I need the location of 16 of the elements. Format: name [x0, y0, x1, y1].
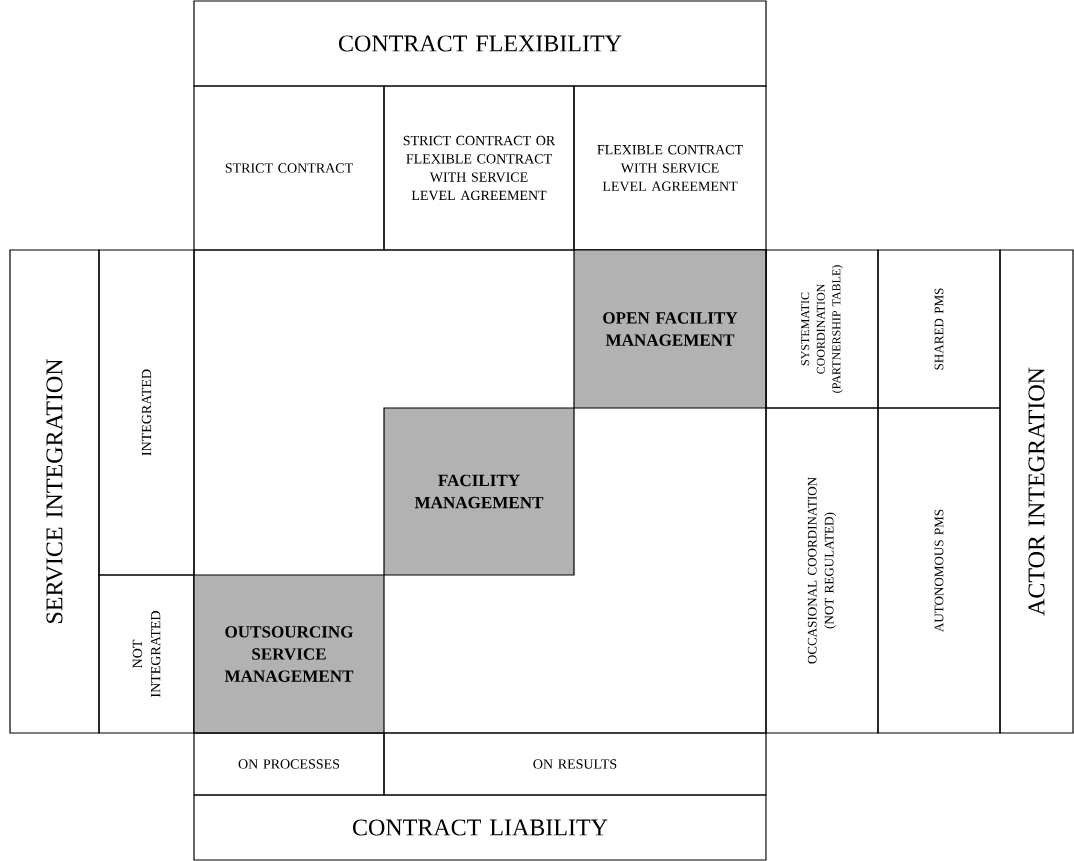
- row-header: SYSTEMATIC COORDINATION (PARTNERSHIP TABLE): [765, 249, 879, 409]
- row-header: INTEGRATED: [98, 249, 195, 576]
- column-header: STRICT CONTRACT: [193, 85, 385, 251]
- row-header: OCCASIONAL COORDINATION (NOT REGULATED): [765, 407, 879, 734]
- header-box: CONTRACT FLEXIBILITY: [193, 0, 767, 87]
- column-header: STRICT CONTRACT OR FLEXIBLE CONTRACT WITH SERVICE LEVEL AGREEMENT: [383, 85, 575, 251]
- header-box: SERVICE INTEGRATION: [9, 249, 100, 734]
- column-header: ON PROCESSES: [193, 732, 385, 796]
- row-header: AUTONOMOUS PMS: [877, 407, 1001, 734]
- row-header: SHARED PMS: [877, 249, 1001, 409]
- model-cell: FACILITY MANAGEMENT: [383, 407, 575, 576]
- model-cell: OUTSOURCING SERVICE MANAGEMENT: [193, 574, 385, 734]
- header-box: CONTRACT LIABILITY: [193, 794, 767, 861]
- model-cell: OPEN FACILITY MANAGEMENT: [573, 249, 767, 409]
- header-box: ACTOR INTEGRATION: [999, 249, 1074, 734]
- column-header: ON RESULTS: [383, 732, 767, 796]
